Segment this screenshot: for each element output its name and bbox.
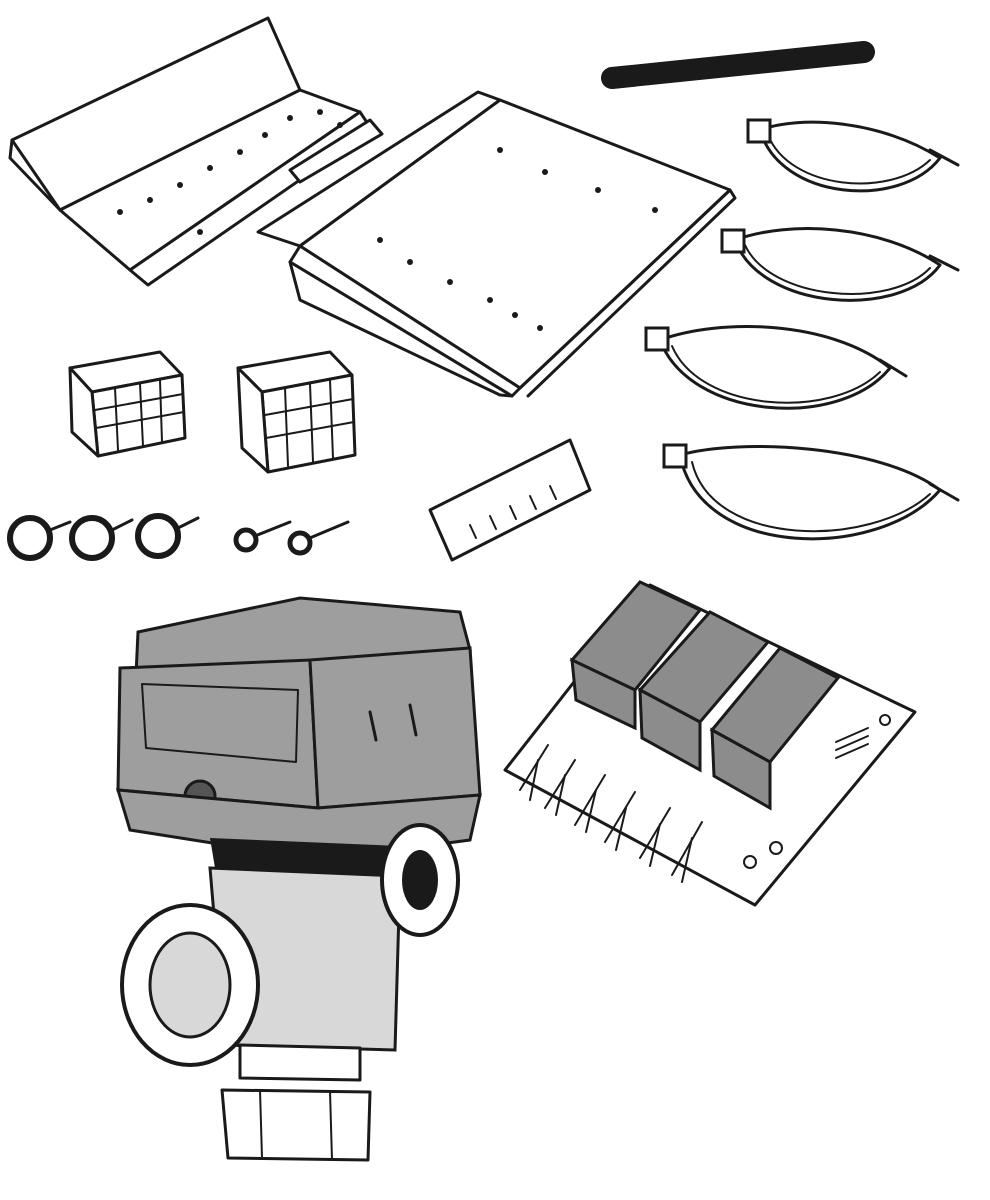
bracket-holes xyxy=(377,147,658,331)
terminal-block-2 xyxy=(236,350,357,474)
mounting-bracket-left xyxy=(8,16,384,287)
screw-5 xyxy=(287,520,350,556)
cable-tie-3 xyxy=(644,325,908,410)
cable-ties xyxy=(644,118,960,541)
label-strip xyxy=(428,438,592,562)
board-terminals xyxy=(519,744,703,883)
relay-3 xyxy=(709,646,841,811)
relay-board xyxy=(503,580,917,907)
motorised-valve xyxy=(115,596,482,1162)
screw-1 xyxy=(7,515,72,561)
actuator-head xyxy=(115,596,482,878)
screw-3 xyxy=(135,513,200,559)
terminal-block-1 xyxy=(68,350,187,458)
large-screws xyxy=(7,513,200,561)
valve-port-right xyxy=(380,823,460,937)
screw-4 xyxy=(233,520,292,553)
terminal-blocks xyxy=(68,350,357,474)
valve-port-bottom xyxy=(220,1088,372,1162)
valve-body xyxy=(120,823,460,1162)
cable-tie-2 xyxy=(720,227,960,302)
insulating-rod xyxy=(601,41,875,89)
relay-2 xyxy=(637,610,771,773)
cable-tie-1 xyxy=(746,118,960,193)
mounting-bracket-right xyxy=(256,90,737,398)
valve-port-left xyxy=(120,903,260,1067)
relay-1 xyxy=(569,580,703,731)
cable-tie-4 xyxy=(662,443,960,541)
bracket-holes xyxy=(117,109,343,235)
screw-2 xyxy=(69,515,134,561)
small-screws xyxy=(233,520,350,556)
